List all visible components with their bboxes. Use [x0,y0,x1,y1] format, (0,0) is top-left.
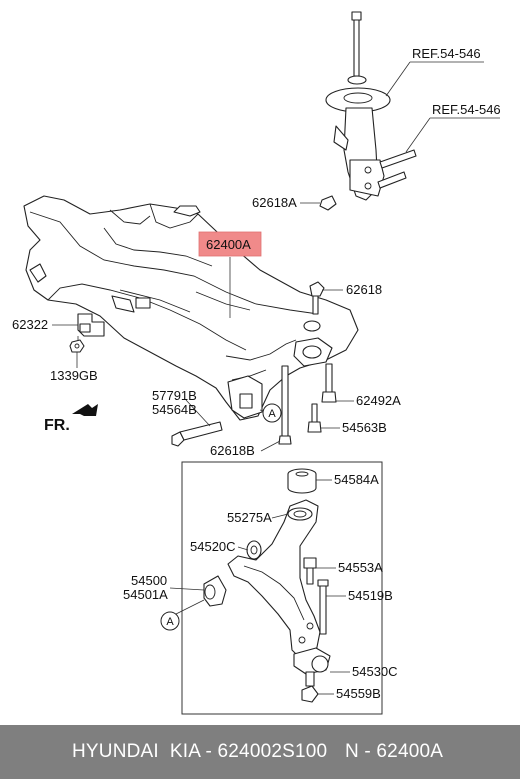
label-54559B: 54559B [336,686,381,701]
parts-diagram: REF.54-546 REF.54-546 62618A 62400A 6261… [12,11,501,715]
label-62618B: 62618B [210,443,255,458]
bushing-54584A [287,468,317,494]
leader-lines [52,61,500,695]
label-1339GB: 1339GB [50,368,98,383]
label-62400A: 62400A [206,237,251,252]
bolt-62618B [278,365,292,445]
footer-part-number: HYUNDAI KIA - 624002S100 [72,741,328,762]
highlight-box-62400A [198,231,262,257]
nut-54559B [301,685,319,703]
footer-catalog-code: N - 62400A [345,741,444,762]
ball-joint-54530C [293,647,331,687]
label-54564B: 54564B [152,402,197,417]
label-54519B: 54519B [348,588,393,603]
front-subframe [23,195,359,421]
label-54530C: 54530C [352,664,398,679]
bolt-62492A [321,363,337,403]
label-54584A: 54584A [334,472,379,487]
bolt-57791B [171,421,223,447]
circle-marker-bottom [160,611,180,631]
bolt-54563B [307,403,322,433]
bushing-54500 [203,575,227,607]
label-57791B: 57791B [152,388,197,403]
label-54500: 54500 [131,573,167,588]
bushing-54520C [246,540,262,560]
label-62322: 62322 [12,317,48,332]
label-62492A: 62492A [356,393,401,408]
label-ref-lower: REF.54-546 [432,102,501,117]
label-54501A: 54501A [123,587,168,602]
label-62618: 62618 [346,282,382,297]
bracket-62322 [77,313,105,337]
label-54520C: 54520C [190,539,236,554]
bolt-1339GB [69,339,85,353]
strut-assembly [319,11,417,211]
label-62618A: 62618A [252,195,297,210]
label-54563B: 54563B [342,420,387,435]
bolt-54519B [317,579,329,635]
label-circle-a-top: A [268,408,276,420]
label-circle-a-bottom: A [166,616,174,628]
lower-arm-box [181,461,383,715]
lower-control-arm [227,499,321,661]
bolt-54553A [303,557,317,585]
label-fr: FR. [44,417,70,434]
label-55275A: 55275A [227,510,272,525]
footer-bar: HYUNDAI KIA - 624002S100 N - 62400A [0,725,520,779]
label-ref-upper: REF.54-546 [412,46,481,61]
label-54553A: 54553A [338,560,383,575]
nut-62618 [309,281,325,315]
fr-arrow [72,404,98,416]
circle-marker-top [262,403,282,423]
